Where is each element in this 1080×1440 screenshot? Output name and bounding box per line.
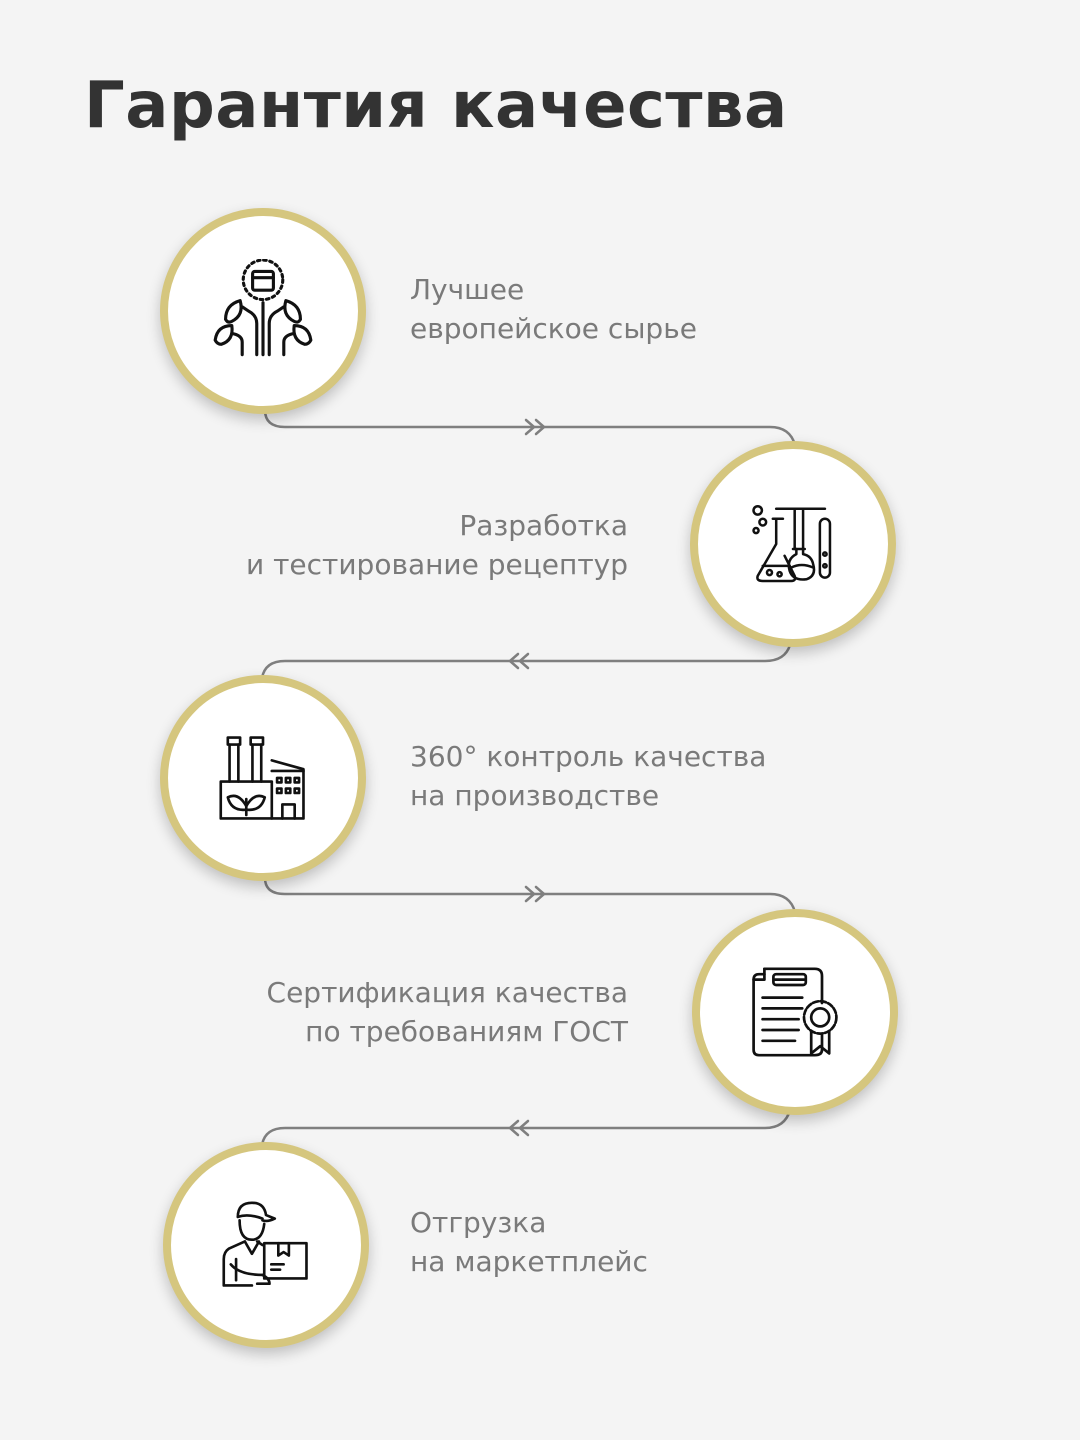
step-4-line-1: Сертификация качества [266, 976, 628, 1009]
step-3-line-2: на производстве [410, 779, 660, 812]
step-2-line-1: Разработка [459, 509, 628, 542]
step-4-text: Сертификация качества по требованиям ГОС… [267, 973, 628, 1051]
laboratory-flasks-icon [751, 502, 835, 586]
step-2-line-2: и тестирование рецептур [246, 548, 628, 581]
arrow-right-icon [524, 418, 546, 436]
step-1-line-1: Лучшее [410, 273, 525, 306]
step-5-text: Отгрузка на маркетплейс [410, 1203, 648, 1281]
step-5-line-2: на маркетплейс [410, 1245, 648, 1278]
connector-line-3 [263, 876, 797, 914]
connector-line-4 [260, 1108, 792, 1147]
step-3-icon-circle [160, 675, 366, 881]
step-1-text: Лучшее европейское сырье [410, 270, 697, 348]
step-4-icon-circle [692, 909, 898, 1115]
step-4-line-2: по требованиям ГОСТ [305, 1015, 628, 1048]
step-2-icon-circle [690, 441, 896, 647]
step-5-icon-circle [163, 1142, 369, 1348]
plant-sprouts-icon [211, 259, 315, 363]
arrow-left-icon [508, 652, 530, 670]
step-1-icon-circle [160, 208, 366, 414]
delivery-courier-icon [222, 1201, 310, 1289]
step-1-line-2: европейское сырье [410, 312, 697, 345]
connector-line-1 [263, 408, 797, 447]
step-3-line-1: 360° контроль качества [410, 740, 767, 773]
arrow-left-icon [508, 1119, 530, 1137]
arrow-right-icon [524, 885, 546, 903]
step-5-line-1: Отгрузка [410, 1206, 547, 1239]
page-title: Гарантия качества [84, 69, 788, 143]
step-3-text: 360° контроль качества на производстве [410, 737, 766, 815]
certificate-icon [750, 967, 840, 1057]
step-2-text: Разработка и тестирование рецептур [246, 506, 628, 584]
eco-factory-icon [219, 734, 307, 822]
connector-line-2 [260, 643, 792, 680]
